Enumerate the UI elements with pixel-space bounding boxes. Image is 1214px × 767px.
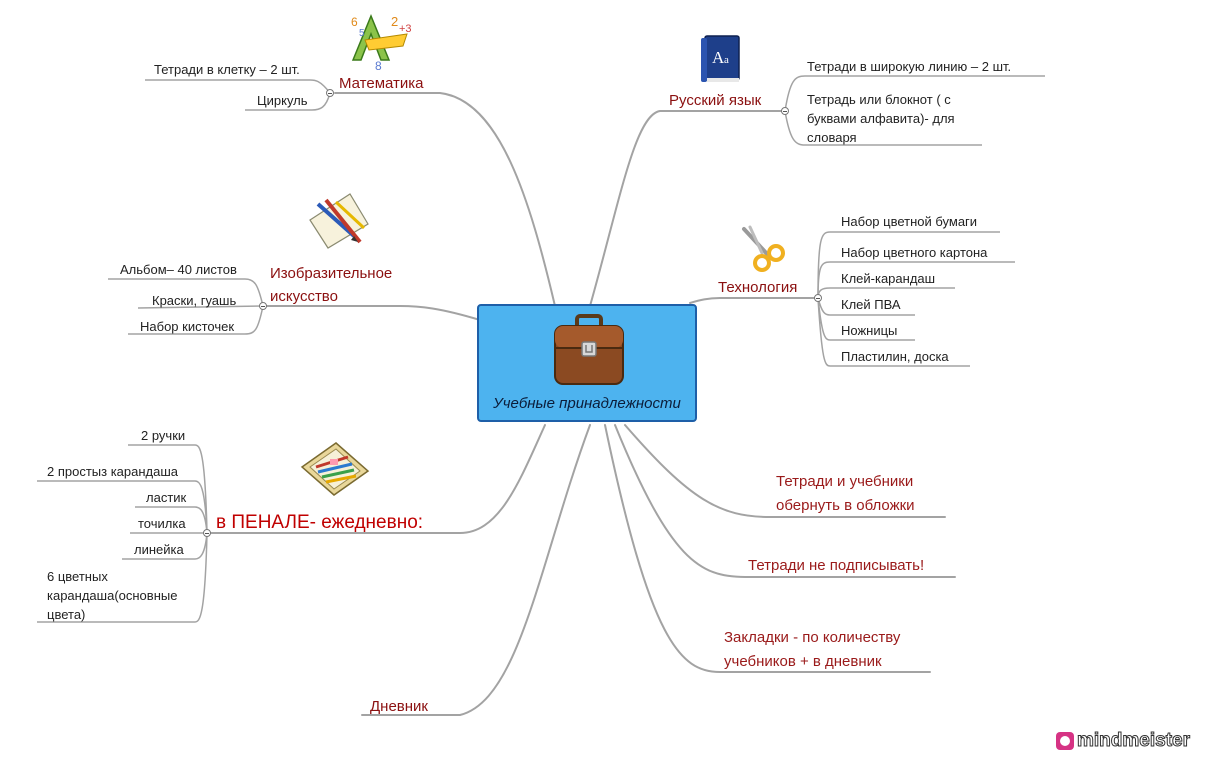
briefcase-icon xyxy=(554,314,624,385)
leaf-tech-2[interactable]: Набор цветного картона xyxy=(841,245,988,260)
svg-text:5: 5 xyxy=(359,28,365,39)
leaf-penal-2[interactable]: 2 простыз карандаша xyxy=(47,464,179,479)
connector-diary xyxy=(361,424,591,716)
leaf-art-3[interactable]: Набор кисточек xyxy=(140,319,235,334)
central-topic-node[interactable]: Учебные принадлежности xyxy=(477,304,697,422)
branch-russian[interactable]: Русский язык xyxy=(669,92,762,109)
branch-penal[interactable]: в ПЕНАЛЕ- ежедневно: xyxy=(216,512,424,533)
leaf-penal-4[interactable]: точилка xyxy=(138,516,186,531)
leaf-russian-1[interactable]: Тетради в широкую линию – 2 шт. xyxy=(807,59,1012,74)
note-bookmarks[interactable]: Закладки - по количеству учебников + в д… xyxy=(724,629,901,670)
leaf-russian-2[interactable]: Тетрадь или блокнот ( с буквами алфавита… xyxy=(807,92,955,145)
svg-text:a: a xyxy=(724,54,729,66)
branch-math[interactable]: Математика xyxy=(339,75,424,92)
collapse-toggle-math[interactable] xyxy=(326,89,334,97)
collapse-toggle-art[interactable] xyxy=(259,302,267,310)
leaf-tech-1[interactable]: Набор цветной бумаги xyxy=(841,214,978,229)
branch-tech[interactable]: Технология xyxy=(718,279,798,296)
mindmeister-wordmark: mindmeister xyxy=(1077,730,1191,752)
leaf-tech-3[interactable]: Клей-карандаш xyxy=(841,271,936,286)
mindmeister-logo: mindmeister xyxy=(1056,729,1190,753)
connector-art xyxy=(262,305,481,321)
leaf-tech-6[interactable]: Пластилин, доска xyxy=(841,349,949,364)
mindmeister-logo-icon xyxy=(1056,732,1074,750)
leaf-penal-5[interactable]: линейка xyxy=(134,542,184,557)
paper-and-pencils-icon xyxy=(309,193,369,249)
pencil-case-icon xyxy=(300,442,370,496)
leaf-math-1[interactable]: Тетради в клетку – 2 шт. xyxy=(154,62,300,77)
central-topic-label: Учебные принадлежности xyxy=(493,395,681,412)
leaf-penal-1[interactable]: 2 ручки xyxy=(141,428,186,443)
svg-text:2: 2 xyxy=(391,14,398,29)
collapse-toggle-russian[interactable] xyxy=(781,107,789,115)
connector-tech xyxy=(689,297,819,304)
svg-text:6: 6 xyxy=(351,15,358,29)
leaf-tech-5[interactable]: Ножницы xyxy=(841,323,898,338)
connector-math xyxy=(334,92,556,307)
svg-text:8: 8 xyxy=(375,59,382,72)
branch-diary[interactable]: Дневник xyxy=(370,698,428,715)
dictionary-book-icon: A a xyxy=(701,35,740,82)
scissors-icon xyxy=(742,225,785,272)
note-no-signing[interactable]: Тетради не подписывать! xyxy=(748,557,925,574)
connector-note-1 xyxy=(624,424,946,518)
leaf-art-1[interactable]: Альбом– 40 листов xyxy=(120,262,237,277)
svg-text:A: A xyxy=(712,48,725,67)
branch-art[interactable]: Изобразительное искусство xyxy=(270,265,393,305)
svg-text:+3: +3 xyxy=(399,23,412,35)
leaf-math-2[interactable]: Циркуль xyxy=(257,93,308,108)
leaf-penal-6[interactable]: 6 цветных карандаша(основные цвета) xyxy=(47,569,178,622)
math-symbols-icon: 6 2 +3 8 5 xyxy=(351,14,412,72)
note-covers[interactable]: Тетради и учебники обернуть в обложки xyxy=(776,473,915,514)
collapse-toggle-tech[interactable] xyxy=(814,294,822,302)
connector-note-2 xyxy=(614,424,956,578)
leaf-art-2[interactable]: Краски, гуашь xyxy=(152,293,237,308)
connector-russian xyxy=(589,110,786,307)
connector-note-3 xyxy=(604,424,931,673)
collapse-toggle-penal[interactable] xyxy=(203,529,211,537)
leaf-penal-3[interactable]: ластик xyxy=(146,490,187,505)
connector-penal xyxy=(206,424,546,534)
leaf-tech-4[interactable]: Клей ПВА xyxy=(841,297,901,312)
